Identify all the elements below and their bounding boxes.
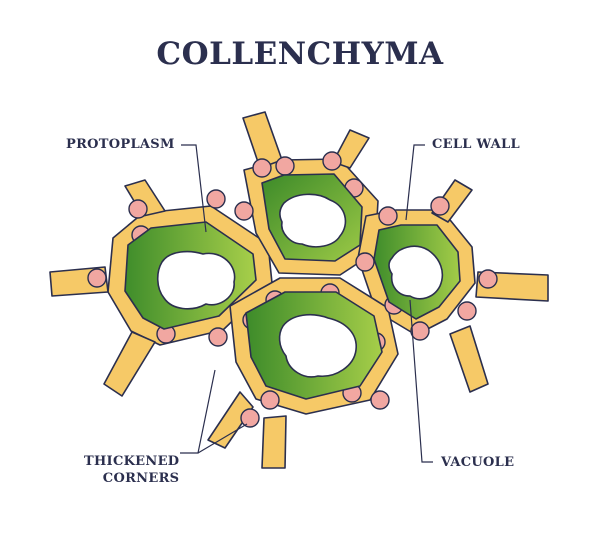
cell-wall-leader-line xyxy=(405,144,425,221)
thickened-corners-label-line1: THICKENED xyxy=(84,454,180,469)
thickened-corners-label: THICKENED CORNERS xyxy=(84,453,179,487)
vacuole-cell-2 xyxy=(279,193,347,248)
protoplasm-leader-line xyxy=(181,144,207,233)
thickened-corners-leader-line-2 xyxy=(197,423,248,454)
cell-wall-label: CELL WALL xyxy=(432,137,520,152)
vacuole-cell-4 xyxy=(278,313,357,378)
vacuole-cell-1 xyxy=(156,250,236,310)
protoplasm-label: PROTOPLASM xyxy=(66,137,175,152)
vacuole-leader-line xyxy=(409,299,433,463)
diagram-title: COLLENCHYMA xyxy=(156,36,444,72)
vacuole-cell-3 xyxy=(388,245,444,300)
thickened-corners-label-line2: CORNERS xyxy=(102,471,180,486)
vacuole-label: VACUOLE xyxy=(441,455,515,470)
